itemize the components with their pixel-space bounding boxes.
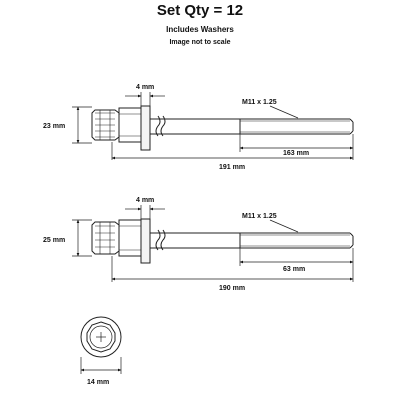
bolt-short-head [91, 219, 142, 257]
bolt-short-washer-label: 4 mm [136, 197, 154, 204]
bolt-short-washer [140, 218, 151, 264]
bolt-long-thread-leader [269, 105, 299, 119]
bolt-short: 4 mm 25 mm M11 x 1.25 63 mm 190 mm [43, 197, 354, 292]
bolt-long-overall-label: 191 mm [219, 164, 245, 171]
bolt-long-break [155, 115, 161, 137]
bolt-long-thread-length-label: 163 mm [283, 150, 309, 157]
bolt-short-thread-leader [269, 219, 299, 233]
bolt-short-thread-label: M11 x 1.25 [242, 213, 277, 220]
bolt-long-head-label: 23 mm [43, 123, 65, 130]
bolt-short-thread-length-label: 63 mm [283, 266, 305, 273]
bolt-long-shank [150, 118, 354, 135]
page-subtitle: Includes Washers [166, 25, 234, 34]
bolt-short-shank [150, 232, 354, 249]
scale-note: Image not to scale [169, 39, 231, 46]
bolt-short-break [155, 229, 161, 251]
bolt-short-dims [72, 205, 354, 282]
bolt-long-thread-label: M11 x 1.25 [242, 99, 277, 106]
head-end-view [80, 316, 122, 374]
bolt-long: 4 mm 23 mm M11 x 1.25 163 mm 191 mm [43, 84, 354, 171]
head-across-flats-label: 14 mm [87, 379, 109, 386]
bolt-long-dims [72, 92, 354, 160]
bolt-short-head-label: 25 mm [43, 237, 65, 244]
bolt-long-washer-label: 4 mm [136, 84, 154, 91]
bolt-long-washer [140, 105, 151, 151]
page-title: Set Qty = 12 [156, 2, 244, 19]
bolt-short-overall-label: 190 mm [219, 285, 245, 292]
bolt-long-head [91, 107, 142, 143]
